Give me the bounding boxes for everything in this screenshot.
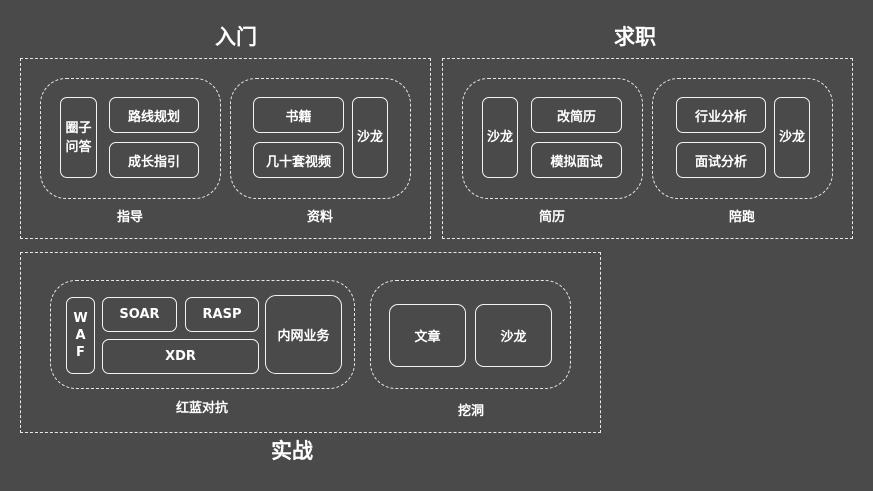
item-quanzi-wenda: 圈子问答 — [60, 97, 97, 178]
item-xdr: XDR — [102, 339, 259, 374]
section-title-rumen: 入门 — [215, 25, 257, 49]
item-chengzhang-zhiyin: 成长指引 — [109, 142, 199, 178]
item-hangye-fenxi: 行业分析 — [676, 97, 766, 133]
item-moni-mianshi: 模拟面试 — [531, 142, 622, 178]
group-label-hongla: 红蓝对抗 — [175, 401, 228, 416]
group-peipao — [652, 78, 833, 199]
group-zhidao — [40, 78, 221, 199]
section-title-qiuzhi: 求职 — [614, 25, 656, 49]
group-label-jianli: 简历 — [538, 210, 565, 225]
item-waf: WAF — [66, 297, 95, 374]
group-jianli — [462, 78, 643, 199]
section-title-shizhan: 实战 — [271, 439, 313, 463]
item-shalong-jianli: 沙龙 — [482, 97, 518, 178]
item-shipin: 几十套视频 — [253, 142, 344, 178]
item-shuji: 书籍 — [253, 97, 344, 133]
group-hongla — [50, 280, 355, 389]
item-neiwang-yewu: 内网业务 — [265, 295, 342, 374]
item-shalong-wadong: 沙龙 — [475, 304, 552, 367]
item-gai-jianli: 改简历 — [531, 97, 622, 133]
item-mianshi-fenxi: 面试分析 — [676, 142, 766, 178]
group-label-zhidao: 指导 — [116, 210, 143, 225]
section-rumen — [20, 58, 431, 239]
group-label-ziliao: 资料 — [306, 210, 333, 225]
item-rasp: RASP — [185, 297, 259, 332]
group-label-peipao: 陪跑 — [728, 210, 755, 225]
item-shalong-ziliao: 沙龙 — [352, 97, 388, 178]
item-shalong-peipao: 沙龙 — [774, 97, 810, 178]
item-soar: SOAR — [102, 297, 177, 332]
group-label-wadong: 挖洞 — [457, 404, 484, 419]
item-luxian-guihua: 路线规划 — [109, 97, 199, 133]
group-ziliao — [230, 78, 411, 199]
item-wenzhang: 文章 — [389, 304, 466, 367]
section-shizhan — [20, 252, 601, 433]
section-qiuzhi — [442, 58, 853, 239]
group-wadong — [370, 280, 571, 389]
